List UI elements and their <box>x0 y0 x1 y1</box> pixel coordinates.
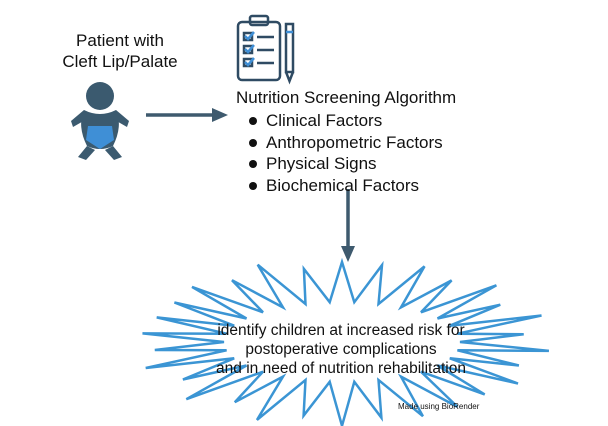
algorithm-factor-list: Clinical Factors Anthropometric Factors … <box>236 110 443 196</box>
arrow-patient-to-algorithm <box>146 108 228 122</box>
baby-icon <box>71 82 129 160</box>
factor-item-physical: Physical Signs <box>236 153 443 175</box>
credit-text: Made using BioRender <box>398 402 480 411</box>
factor-item-biochemical: Biochemical Factors <box>236 175 443 197</box>
outcome-line2: postoperative complications <box>245 341 437 358</box>
pencil-icon <box>284 22 295 85</box>
factor-item-clinical: Clinical Factors <box>236 110 443 132</box>
arrow-algorithm-to-outcome <box>341 189 355 262</box>
patient-label-line2: Cleft Lip/Palate <box>62 52 178 71</box>
outcome-line1: identify children at increased risk for <box>217 322 465 339</box>
outcome-text: identify children at increased risk for … <box>190 321 492 378</box>
outcome-line3: and in need of nutrition rehabilitation <box>216 360 466 377</box>
patient-label-line1: Patient with <box>76 31 164 50</box>
factor-item-anthropometric: Anthropometric Factors <box>236 132 443 154</box>
clipboard-checklist-icon <box>236 14 282 82</box>
patient-label: Patient with Cleft Lip/Palate <box>50 30 190 72</box>
algorithm-title: Nutrition Screening Algorithm <box>236 88 457 107</box>
